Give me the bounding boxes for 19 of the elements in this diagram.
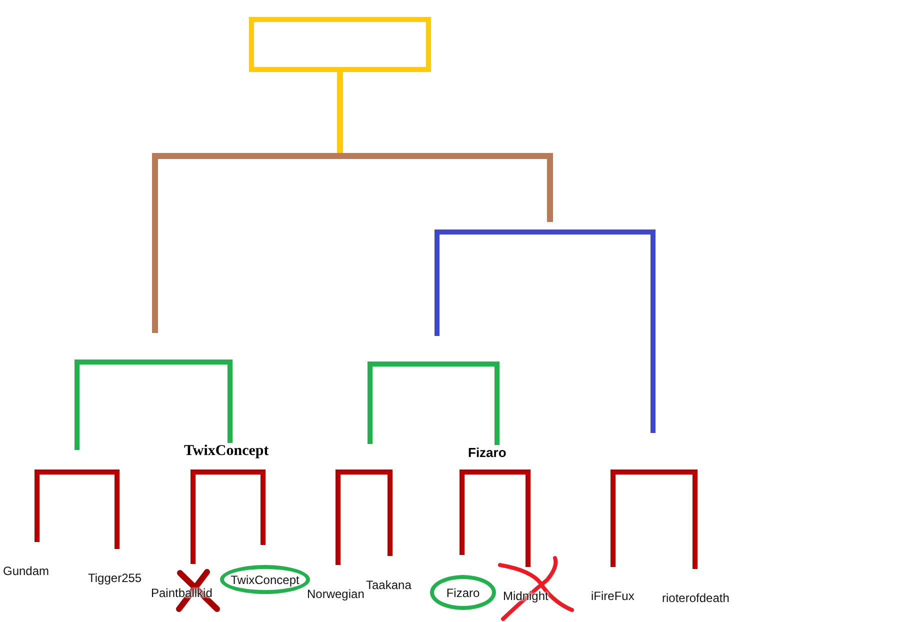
player-name: iFireFux bbox=[591, 589, 634, 603]
bracket-line bbox=[34, 470, 120, 549]
player-name: TwixConcept bbox=[230, 572, 300, 586]
winner-name: TwixConcept bbox=[184, 443, 269, 460]
player-name: Norwegian bbox=[307, 587, 364, 601]
bracket-line bbox=[190, 470, 266, 564]
player-name: Tigger255 bbox=[88, 571, 142, 585]
bracket-line bbox=[74, 360, 232, 450]
player-name: Taakana bbox=[366, 578, 412, 592]
empty-box bbox=[249, 17, 431, 72]
bracket-line bbox=[336, 470, 392, 565]
player-name: rioterofdeath bbox=[662, 591, 730, 605]
bracket-line bbox=[460, 470, 530, 567]
bracket-line bbox=[368, 362, 500, 445]
player-name: Fizaro bbox=[446, 586, 480, 600]
stem-line bbox=[337, 72, 343, 153]
bracket-line bbox=[610, 470, 698, 569]
winner-name: Fizaro bbox=[468, 445, 506, 460]
player-name: Gundam bbox=[3, 564, 50, 578]
